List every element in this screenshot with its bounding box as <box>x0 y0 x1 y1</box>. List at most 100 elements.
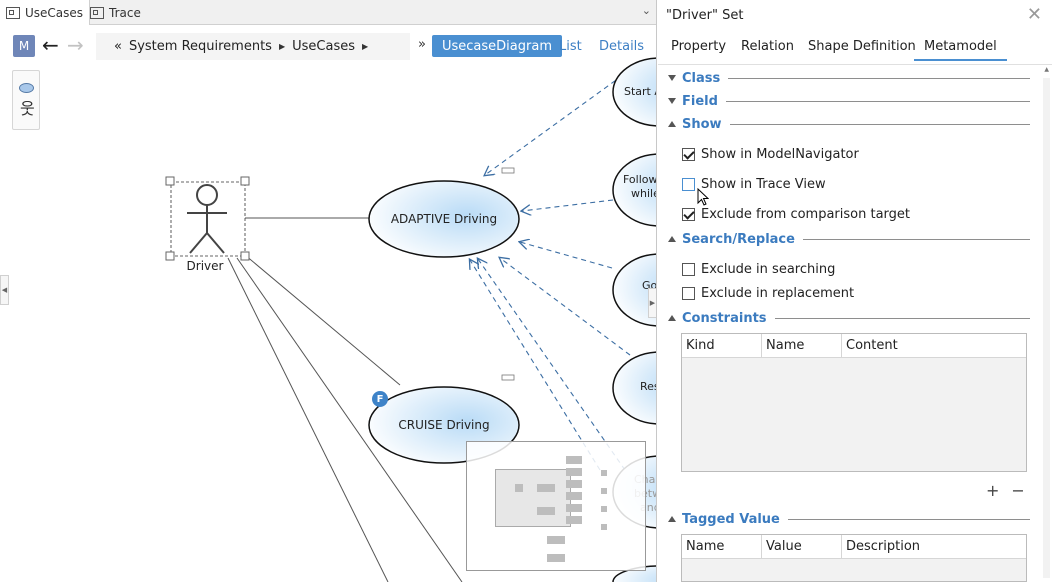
tab-usecases-label: UseCases <box>25 5 84 20</box>
usecase-label: ADAPTIVE Driving <box>390 212 498 226</box>
include-dependency-line[interactable] <box>520 242 613 269</box>
panel-scrollbar[interactable] <box>1043 78 1050 578</box>
expand-arrow-icon <box>668 98 676 104</box>
usecase-label: Res <box>640 380 656 393</box>
collapse-arrow-icon <box>668 121 676 127</box>
edge-label-handle[interactable] <box>501 374 515 381</box>
back-arrow-icon[interactable]: ← <box>42 33 59 57</box>
option-show-in-trace-view[interactable]: Show in Trace View <box>682 175 826 193</box>
include-dependency-line[interactable] <box>500 258 631 356</box>
option-show-in-modelnavigator[interactable]: Show in ModelNavigator <box>682 145 859 163</box>
selection-handle[interactable] <box>240 176 250 186</box>
breadcrumb-item-usecases[interactable]: UseCases <box>292 39 355 54</box>
actor-tool-icon[interactable]: 웃 <box>20 99 35 118</box>
actor-figure-icon[interactable] <box>187 184 227 254</box>
tab-shape-definition[interactable]: Shape Definition <box>808 39 916 54</box>
include-dependency-line[interactable] <box>522 199 614 211</box>
constraints-table[interactable]: Kind Name Content <box>681 333 1027 472</box>
mouse-cursor-icon <box>697 188 709 206</box>
usecase-label: while <box>631 187 657 200</box>
close-icon[interactable]: ✕ <box>1026 4 1042 25</box>
expand-arrow-icon <box>668 75 676 81</box>
minimap-viewport[interactable] <box>495 469 571 527</box>
model-badge[interactable]: M <box>13 35 35 57</box>
section-class[interactable]: Class <box>668 69 1030 87</box>
breadcrumb-separator-icon: ▶ <box>278 42 286 51</box>
checkbox[interactable] <box>682 147 695 161</box>
option-exclude-in-searching[interactable]: Exclude in searching <box>682 260 835 278</box>
selection-handle[interactable] <box>240 251 250 261</box>
selection-handle[interactable] <box>165 176 175 186</box>
property-panel: "Driver" Set ✕ Property Relation Shape D… <box>658 0 1052 582</box>
constraints-actions: + − <box>986 481 1025 500</box>
actor-selection-box[interactable] <box>170 181 246 257</box>
view-list-button[interactable]: List <box>559 38 582 54</box>
panel-body <box>658 64 1052 582</box>
usecase-label: Follow <box>623 173 657 186</box>
section-search-replace[interactable]: Search/Replace <box>668 230 1030 248</box>
view-details-button[interactable]: Details <box>599 38 645 54</box>
shape-palette: 웃 <box>12 70 40 130</box>
view-usecase-diagram-button[interactable]: UsecaseDiagram <box>432 35 562 57</box>
tab-metamodel[interactable]: Metamodel <box>914 39 1007 61</box>
chevron-down-icon[interactable]: ⌄ <box>641 4 651 17</box>
left-collapse-handle[interactable]: ◀ <box>0 275 9 305</box>
tab-property[interactable]: Property <box>671 39 727 54</box>
table-header: Kind Name Content <box>682 334 1026 358</box>
checkbox[interactable] <box>682 286 695 300</box>
option-exclude-in-replacement[interactable]: Exclude in replacement <box>682 284 854 302</box>
forward-arrow-icon[interactable]: → <box>67 33 84 57</box>
association-line[interactable] <box>236 257 463 582</box>
collapse-arrow-icon <box>668 236 676 242</box>
remove-icon[interactable]: − <box>1011 481 1025 500</box>
association-line[interactable] <box>244 254 401 386</box>
section-field[interactable]: Field <box>668 92 1030 110</box>
diagram-minimap[interactable] <box>466 441 646 571</box>
column-header-name[interactable]: Name <box>762 334 842 357</box>
tagged-value-table[interactable]: Name Value Description <box>681 534 1027 582</box>
section-tagged-value[interactable]: Tagged Value <box>668 510 1030 528</box>
column-header-kind[interactable]: Kind <box>682 334 762 357</box>
panel-collapse-handle[interactable]: ▶ <box>648 288 656 318</box>
option-exclude-from-comparison[interactable]: Exclude from comparison target <box>682 205 910 223</box>
tab-trace[interactable]: Trace <box>84 0 147 25</box>
include-dependency-line[interactable] <box>485 69 631 175</box>
section-show[interactable]: Show <box>668 115 1030 133</box>
breadcrumb-item-system-requirements[interactable]: System Requirements <box>128 39 272 54</box>
checkbox[interactable] <box>682 177 695 191</box>
nav-more[interactable]: » <box>418 37 426 52</box>
usecase-start[interactable] <box>612 57 657 127</box>
column-header-description[interactable]: Description <box>846 539 921 554</box>
breadcrumb-separator-icon[interactable]: ▶ <box>362 42 369 51</box>
checkbox[interactable] <box>682 207 695 221</box>
usecase-diagram-icon <box>6 6 20 19</box>
column-header-content[interactable]: Content <box>846 338 898 353</box>
add-icon[interactable]: + <box>986 481 1000 500</box>
scroll-up-icon[interactable]: ▲ <box>1044 66 1049 73</box>
checkbox[interactable] <box>682 262 695 276</box>
usecase-go[interactable] <box>612 253 657 327</box>
tab-usecases[interactable]: UseCases <box>0 0 91 25</box>
feature-badge[interactable]: F <box>372 391 388 407</box>
section-constraints[interactable]: Constraints <box>668 309 1030 327</box>
trace-icon <box>90 6 104 19</box>
editor-tabbar: UseCases Trace ⌄ <box>0 0 656 25</box>
breadcrumb-prefix[interactable]: « <box>114 39 122 54</box>
usecase-tool-icon[interactable] <box>19 83 34 93</box>
association-line[interactable] <box>227 257 389 582</box>
column-header-name[interactable]: Name <box>682 535 762 558</box>
edge-label-handle[interactable] <box>501 167 515 174</box>
include-dependency-line[interactable] <box>478 259 626 471</box>
usecase-follow[interactable] <box>612 153 657 227</box>
selection-handle[interactable] <box>165 251 175 261</box>
tab-relation[interactable]: Relation <box>741 39 794 54</box>
actor-label: Driver <box>186 259 224 273</box>
panel-title: "Driver" Set <box>666 8 744 23</box>
usecase-res[interactable] <box>612 351 657 425</box>
column-header-value[interactable]: Value <box>762 535 842 558</box>
usecase-label: Start A <box>624 85 656 98</box>
usecase-adaptive-driving[interactable] <box>368 180 520 258</box>
collapse-arrow-icon <box>668 315 676 321</box>
collapse-arrow-icon <box>668 516 676 522</box>
